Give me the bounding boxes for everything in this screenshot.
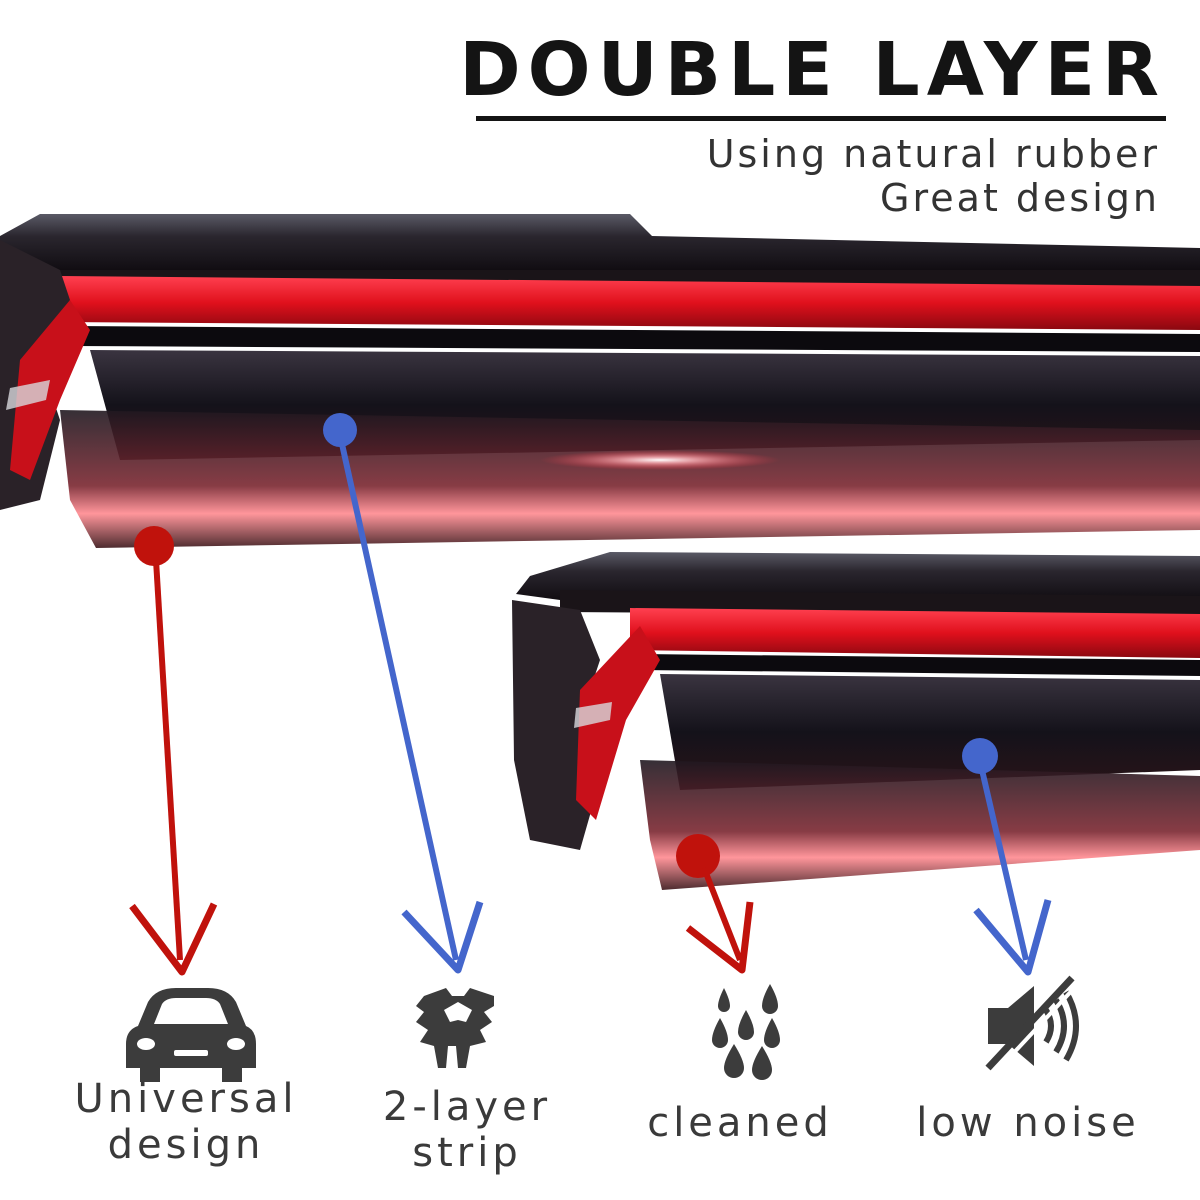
layer-strip-icon xyxy=(416,988,494,1068)
feature-label-universal-line2: design xyxy=(107,1122,265,1168)
small-wiper-blade xyxy=(512,552,1200,890)
large-wiper-blade xyxy=(0,214,1200,548)
callout-two-layer xyxy=(323,413,484,974)
mute-speaker-icon xyxy=(985,975,1080,1076)
title-underline xyxy=(476,116,1166,121)
feature-label-cleaned: cleaned xyxy=(647,1100,833,1146)
feature-label-low-noise: low noise xyxy=(916,1100,1140,1146)
callout-cleaned xyxy=(676,834,754,974)
blue-marker-dot xyxy=(323,413,357,447)
red-marker-dot xyxy=(134,526,174,566)
water-drops-icon xyxy=(712,984,780,1080)
feature-label-two-layer-line2: strip xyxy=(412,1130,522,1176)
subtitle-line-1: Using natural rubber xyxy=(706,132,1160,176)
page-title: DOUBLE LAYER xyxy=(459,27,1166,113)
feature-label-universal-line1: Universal xyxy=(74,1076,298,1122)
red-marker-dot xyxy=(676,834,720,878)
subtitle-line-2: Great design xyxy=(880,176,1160,220)
callout-universal xyxy=(129,526,218,976)
blue-marker-dot xyxy=(962,738,998,774)
callout-low-noise xyxy=(962,738,1052,976)
car-icon xyxy=(126,988,256,1082)
feature-label-two-layer-line1: 2-layer xyxy=(382,1084,552,1130)
